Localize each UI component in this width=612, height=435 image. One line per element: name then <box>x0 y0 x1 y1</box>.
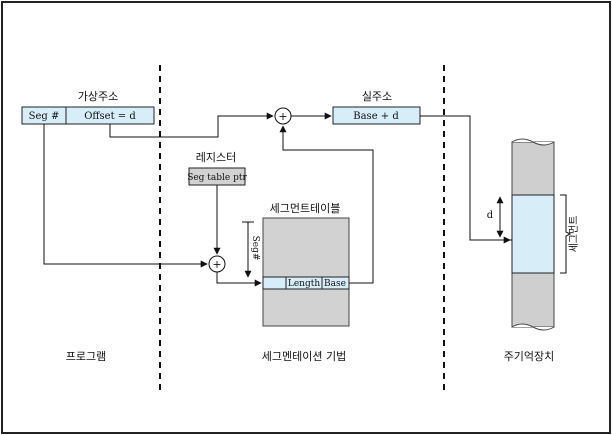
memory-top-wave <box>511 138 555 146</box>
section-label-main-memory: 주기억장치 <box>504 350 555 363</box>
line-base-to-adder <box>279 125 374 284</box>
segment-brace <box>560 194 572 274</box>
seg-index-label: Seg# <box>250 236 260 261</box>
segment-table <box>262 217 350 327</box>
base-field-text: Base <box>324 279 346 289</box>
offset-d-label: d <box>487 210 494 221</box>
memory-bottom-wave <box>511 323 555 331</box>
section-label-program: 프로그램 <box>66 350 106 363</box>
memory-segment <box>511 194 555 274</box>
section-label-segmentation: 세그멘테이션 기법 <box>262 350 346 363</box>
adder-symbol-real: + <box>278 110 287 123</box>
virtual-address-label: 가상주소 <box>78 90 118 103</box>
line-offset-to-adder <box>109 112 274 138</box>
segment-table-label: 세그먼트테이블 <box>270 202 341 215</box>
offset-text: Offset = d <box>84 111 136 122</box>
line-real-to-memory <box>420 115 511 244</box>
adder-symbol-table: + <box>212 258 221 271</box>
line-adder-to-entry <box>216 272 262 287</box>
seg-number-text: Seg # <box>29 111 60 122</box>
real-address-label: 실주소 <box>362 90 392 103</box>
segment-label: 세그먼트 <box>568 216 580 253</box>
length-field-text: Length <box>288 279 320 289</box>
line-seg-to-adder <box>43 124 208 268</box>
register-text: Seg table ptr <box>187 173 247 183</box>
register-label: 레지스터 <box>196 151 236 164</box>
real-address-text: Base + d <box>353 111 399 122</box>
